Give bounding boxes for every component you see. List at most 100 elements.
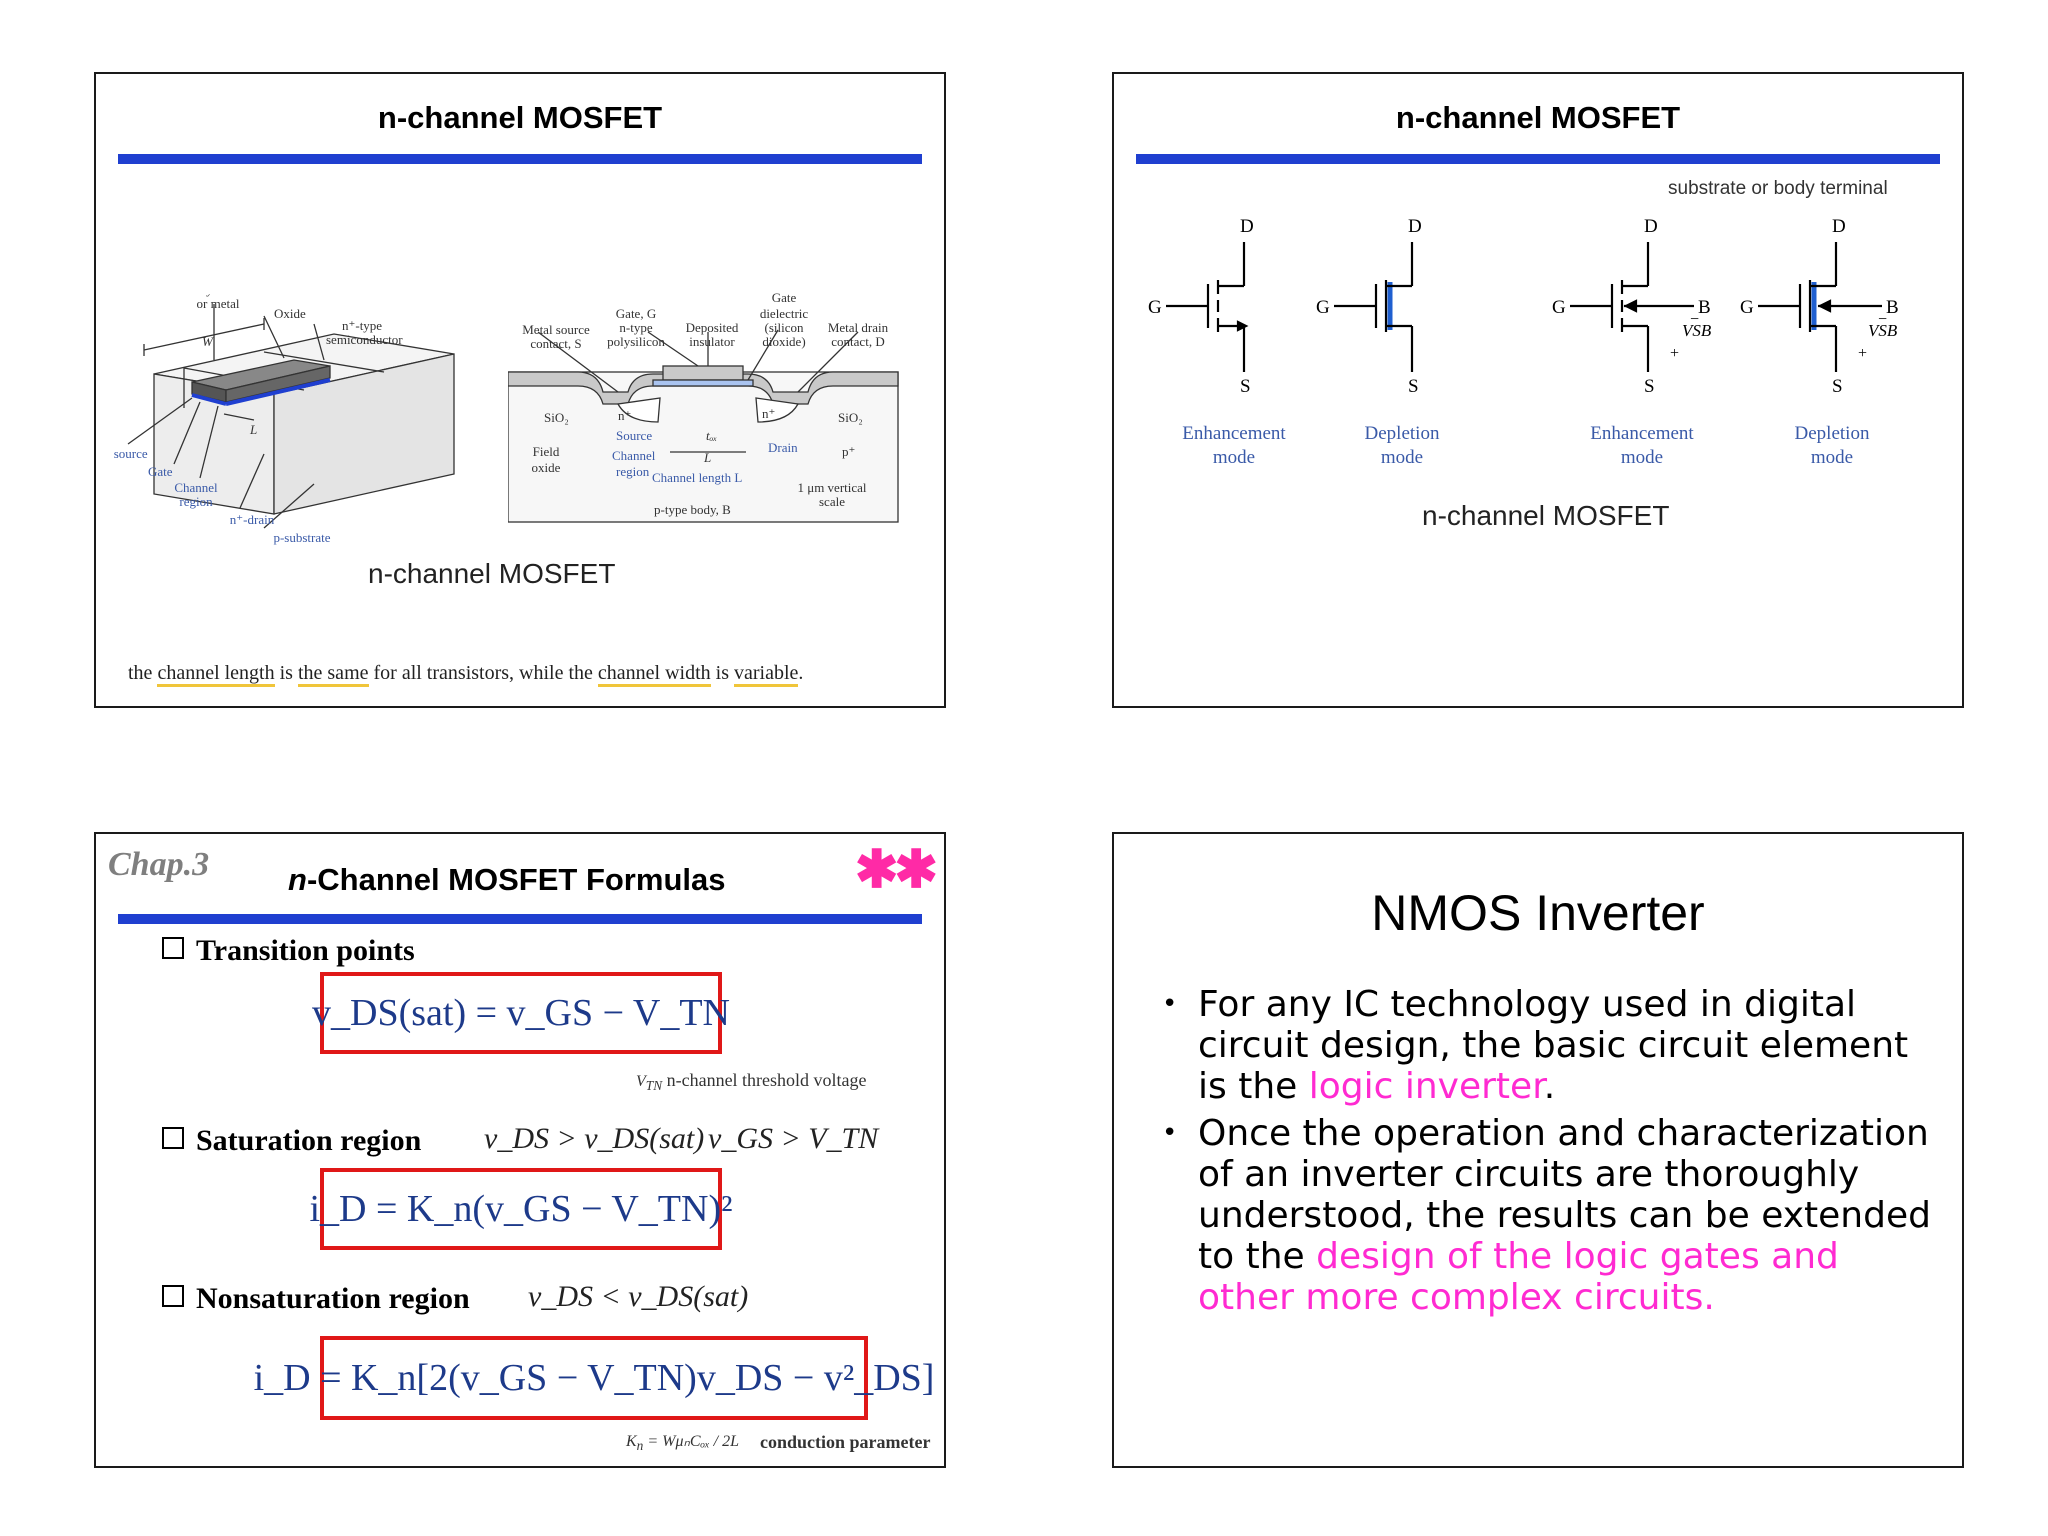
terminal-d: D (1408, 216, 1422, 237)
label-t-ox: tₒₓ (706, 428, 717, 443)
terminal-g: G (1148, 297, 1162, 318)
label-channel: Channel (612, 448, 656, 463)
label-n-drain: n⁺-drain (230, 512, 275, 527)
terminal-d: D (1644, 216, 1658, 237)
label-contact-d: contact, D (831, 334, 884, 349)
slide-3: Chap.3 ✱✱ n-Channel MOSFET Formulas Tran… (94, 832, 946, 1468)
note-highlight-channel-width: channel width (597, 662, 711, 687)
heading-saturation-region: Saturation region (162, 1124, 421, 1158)
bullet-highlight: design of the logic gates and other more… (1198, 1236, 1839, 1318)
slide-1-caption: n-channel MOSFET (368, 558, 616, 589)
checkbox-icon (162, 1127, 184, 1149)
label-n-type: n-type (619, 320, 652, 335)
terminal-d: D (1240, 216, 1254, 237)
slide-2-title: n-channel MOSFET (1395, 100, 1681, 135)
vtn-note: VTN n-channel threshold voltage (636, 1070, 867, 1094)
note-highlight-the-same: the same (297, 662, 369, 687)
label-sio2-left: SiO₂ (544, 410, 569, 425)
chapter-label: Chap.3 (108, 846, 210, 883)
label-region: region (616, 464, 650, 479)
slide-2: n-channel MOSFET substrate or body termi… (1112, 72, 1964, 708)
mode-line: mode (1620, 447, 1664, 468)
terminal-b: B (1698, 297, 1711, 318)
terminal-s: S (1644, 376, 1655, 397)
slide-1-title: n-channel MOSFET (377, 100, 663, 135)
importance-stars: ✱✱ (854, 841, 938, 899)
mosfet-symbols: D G S D G S D G S B D G S B VSB + − VSB … (1148, 216, 1899, 397)
label-channel-length: Channel length L (652, 470, 742, 485)
label-w: W (202, 334, 214, 349)
label-deposited: Deposited (686, 320, 739, 335)
note-part: for all transistors, while the (368, 662, 598, 684)
conduction-parameter-label: conduction parameter (760, 1432, 931, 1452)
slide-4: NMOS Inverter •For any IC technology use… (1112, 832, 1964, 1468)
label-metal-source: Metal source (522, 322, 590, 337)
saturation-condition-1: v_DS > v_DS(sat) (484, 1122, 705, 1155)
note-part: is (274, 662, 298, 684)
label-field: Field (533, 444, 560, 459)
terminal-vsb: VSB (1682, 321, 1712, 340)
label-l: L (703, 450, 711, 465)
list-item: •Once the operation and characterization… (1162, 1113, 1931, 1318)
label-dioxide: dioxide) (762, 334, 805, 349)
mode-line: Depletion (1364, 423, 1440, 444)
formula-saturation-id: i_D = K_n(v_GS − V_TN)² (310, 1168, 733, 1250)
terminal-b: B (1886, 297, 1899, 318)
label-n-type: n⁺-type (342, 318, 382, 333)
label-metal-drain: Metal drain (828, 320, 889, 335)
title-underline-bar (118, 914, 922, 924)
mode-line: mode (1380, 447, 1424, 468)
label-silicon: (silicon (765, 320, 804, 335)
heading-transition-points: Transition points (162, 934, 415, 968)
title-italic-n: n (288, 862, 307, 897)
terminal-d: D (1832, 216, 1846, 237)
label-polysilicon: polysilicon (607, 334, 665, 349)
formula-vds-sat: v_DS(sat) = v_GS − V_TN (312, 972, 730, 1054)
note-highlight-channel-length: channel length (157, 662, 275, 687)
terminal-minus: − (1690, 311, 1699, 328)
title-underline-bar (1136, 154, 1940, 164)
note-part: is (710, 662, 734, 684)
saturation-condition-2: v_GS > V_TN (708, 1122, 879, 1155)
terminal-s: S (1240, 376, 1251, 397)
label-insulator: insulator (689, 334, 735, 349)
mosfet-cross-section-diagram: Metal source contact, S Gate, G n-type p… (508, 292, 899, 523)
bullet-text: . (1543, 1066, 1556, 1107)
terminal-s: S (1408, 376, 1419, 397)
label-region: region (179, 494, 213, 509)
label-polysilicon: Polysilicon (189, 294, 248, 297)
terminal-plus: + (1858, 345, 1867, 362)
label-dielectric: dielectric (760, 306, 809, 321)
label-gate: Gate (772, 292, 797, 305)
channel-note: the channel length is the same for all t… (128, 662, 804, 687)
terminal-s: S (1832, 376, 1843, 397)
terminal-minus: − (1878, 311, 1887, 328)
note-part: the (128, 662, 158, 684)
label-sio2-right: SiO₂ (838, 410, 863, 425)
formula-nonsaturation-id: i_D = K_n[2(v_GS − V_TN)v_DS − v²_DS] (254, 1336, 934, 1420)
mode-line: mode (1212, 447, 1256, 468)
label-p-type-body: p-type body, B (654, 502, 731, 517)
bullet-text: Once the operation and characterization … (1198, 1113, 1931, 1277)
label-l: L (249, 422, 257, 437)
label-vertical-2: scale (819, 494, 845, 509)
label-drain: Drain (768, 440, 798, 455)
mode-line: Enhancement (1590, 423, 1694, 444)
note-part: . (798, 662, 804, 684)
mode-line: mode (1810, 447, 1854, 468)
label-field-oxide: oxide (532, 460, 561, 475)
label-oxide: Oxide (274, 306, 306, 321)
label-source: Source (616, 428, 652, 443)
slide-3-title: n-Channel MOSFET Formulas (288, 862, 725, 898)
label-semiconductor: semiconductor (326, 332, 403, 347)
label-contact-s: contact, S (530, 336, 581, 351)
symbol-label-enhancement-body: Enhancement mode (1572, 422, 1712, 470)
bullet-list: •For any IC technology used in digital c… (1162, 984, 1942, 1324)
vtn-note-text: n-channel threshold voltage (666, 1070, 867, 1090)
label-p-substrate: p-substrate (273, 530, 330, 545)
terminal-g: G (1740, 297, 1754, 318)
note-highlight-variable: variable (734, 662, 799, 687)
label-vertical-1: 1 μm vertical (797, 480, 866, 495)
slide-1: n-channel MOSFET (94, 72, 946, 708)
